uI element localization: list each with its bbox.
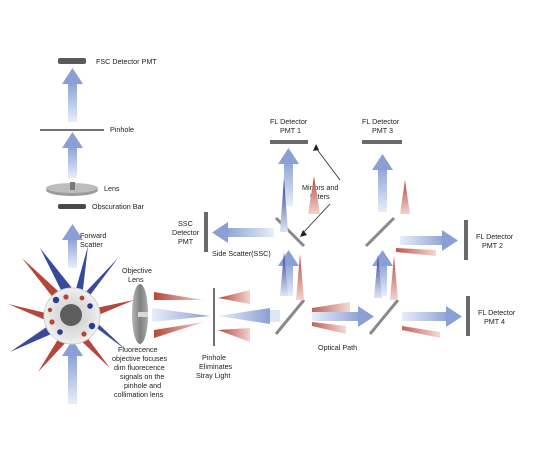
fl-pmt2-beam — [396, 230, 458, 256]
fl-pmt2-line: FL Detector — [476, 232, 514, 241]
ssc-beam — [212, 222, 274, 243]
optical-path-beam-1 — [270, 310, 280, 322]
mirrors-filters-line: Filters — [310, 192, 330, 201]
fsc-detector-bar — [58, 58, 86, 64]
fluorescence-note-line: dim fluorecence — [114, 363, 165, 372]
fl-pmt2-line: PMT 2 — [482, 241, 503, 250]
fluorescence-note-line: signals on the — [120, 372, 164, 381]
fluorescence-note-line: objective focuses — [112, 354, 168, 363]
forward-scatter-line: Forward — [80, 231, 106, 240]
fl-mirror-3 — [364, 216, 396, 248]
fsc-detector-label: FSC Detector PMT — [96, 57, 157, 66]
diverging-beams — [218, 290, 270, 342]
pinhole-note: Pinhole Eliminates Stray Light — [196, 353, 234, 380]
objective-lens — [132, 284, 148, 344]
fl-pmt4-line: FL Detector — [478, 308, 516, 317]
optical-path-beam-3 — [402, 306, 462, 338]
optical-path-beam-2 — [312, 302, 374, 334]
fl-pmt4-line: PMT 4 — [484, 317, 505, 326]
fluorescence-note-line: Fluorecence — [118, 345, 158, 354]
fl-pmt1-beam — [278, 148, 299, 232]
cell-nucleus — [60, 304, 82, 326]
fl-pmt1-red-emission — [308, 176, 320, 214]
forward-beam-middle — [62, 224, 83, 268]
mirrors-filters-label: Mirrors and Filters — [302, 183, 340, 201]
fl-pmt3-red-emission — [400, 180, 410, 214]
fl-pmt3-label: FL Detector PMT 3 — [362, 117, 401, 135]
fl-pmt4-label: FL Detector PMT 4 — [478, 308, 517, 326]
objective-lens-line: Lens — [128, 275, 144, 284]
ssc-detector-line: SSC — [178, 219, 193, 228]
fl-pmt1-label: FL Detector PMT 1 — [270, 117, 309, 135]
mirror2-up-beam — [372, 250, 398, 300]
lens-label: Lens — [104, 184, 120, 193]
mirrors-filters-pointers — [300, 144, 341, 237]
ssc-detector-line: Detector — [172, 228, 200, 237]
fl-pmt3-line: FL Detector — [362, 117, 400, 126]
forward-beam-top — [62, 68, 83, 122]
obscuration-bar-label: Obscuration Bar — [92, 202, 145, 211]
fl-pmt1-line: FL Detector — [270, 117, 308, 126]
forward-scatter-label: Forward Scatter — [80, 231, 108, 249]
ssc-detector-line: PMT — [178, 237, 194, 246]
forward-beam-upper — [62, 132, 83, 178]
fluorescence-note-line: pinhole and — [124, 381, 161, 390]
forward-beam-lower — [62, 340, 83, 404]
optical-path-label: Optical Path — [318, 343, 357, 352]
mirror-1 — [274, 299, 306, 335]
pinhole-note-line: Pinhole — [202, 353, 226, 362]
mirrors-filters-line: Mirrors and — [302, 183, 338, 192]
ssc-mirror — [274, 216, 306, 248]
fluorochrome-dots — [47, 294, 96, 337]
fl-pmt3-line: PMT 3 — [372, 126, 393, 135]
lens — [46, 182, 98, 196]
converging-beams — [152, 292, 210, 338]
pinhole-top-label: Pinhole — [110, 125, 134, 134]
fl-pmt2-label: FL Detector PMT 2 — [476, 232, 515, 250]
pinhole-note-line: Eliminates — [199, 362, 233, 371]
objective-lens-label: Objective Lens — [122, 266, 154, 284]
fluorescence-note-line: collimation lens — [114, 390, 164, 399]
forward-scatter-line: Scatter — [80, 240, 103, 249]
ssc-detector-label: SSC Detector PMT — [172, 219, 201, 246]
fluorescence-note: Fluorecence objective focuses dim fluore… — [112, 345, 169, 399]
fl-pmt1-line: PMT 1 — [280, 126, 301, 135]
side-scatter-label: Side Scatter(SSC) — [212, 249, 271, 258]
fl-pmt3-beam — [372, 154, 393, 212]
pinhole-note-line: Stray Light — [196, 371, 230, 380]
objective-lens-line: Objective — [122, 266, 152, 275]
mirror1-up-beam — [278, 250, 304, 300]
mirror-2 — [368, 299, 400, 335]
obscuration-bar — [58, 204, 86, 209]
